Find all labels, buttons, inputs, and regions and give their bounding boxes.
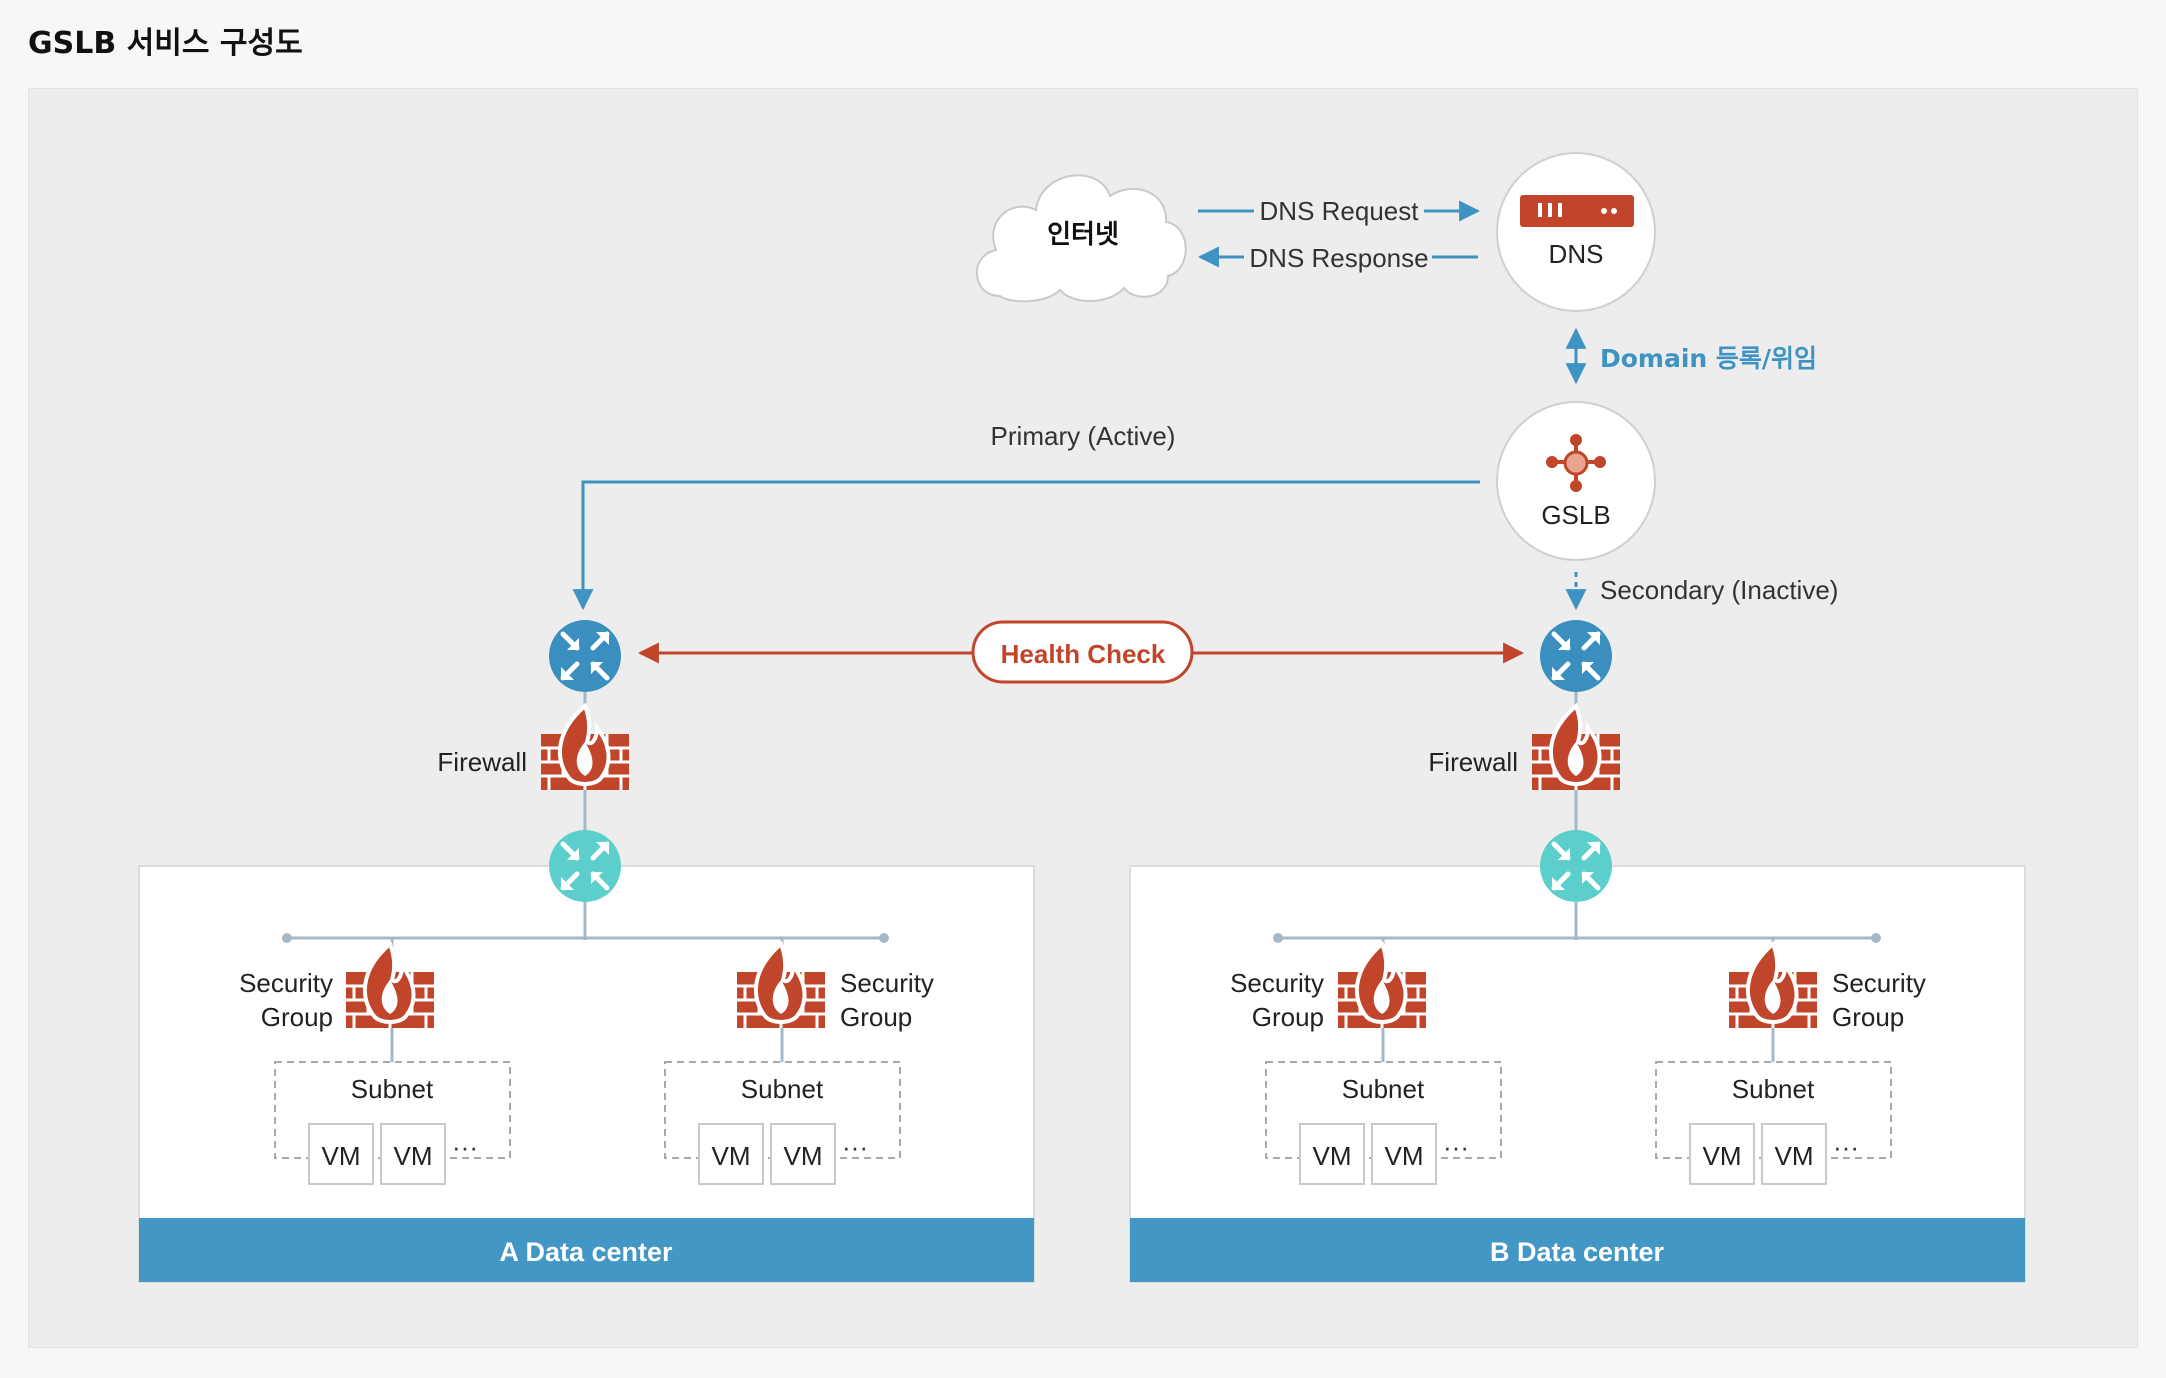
datacenter-b-label: B Data center: [1490, 1237, 1665, 1267]
security-group-label: Group: [840, 1002, 912, 1032]
vm-label: VM: [1703, 1141, 1742, 1171]
security-group-label: Security: [1230, 968, 1324, 998]
vm-label: VM: [322, 1141, 361, 1171]
internet-cloud: [976, 174, 1187, 303]
security-group-label: Security: [1832, 968, 1926, 998]
vm-box: [380, 1123, 446, 1185]
more-vms-ellipsis: ···: [1833, 1132, 1859, 1162]
vm-label: VM: [1313, 1141, 1352, 1171]
more-vms-ellipsis: ···: [842, 1132, 868, 1162]
subnet-label: Subnet: [351, 1074, 434, 1104]
more-vms-ellipsis: ···: [1443, 1132, 1469, 1162]
health-check-label: Health Check: [1001, 639, 1166, 669]
subnet-label: Subnet: [741, 1074, 824, 1104]
dns-label: DNS: [1549, 239, 1604, 269]
gslb-icon: [1546, 434, 1606, 492]
datacenter-a-bar: [139, 1218, 1034, 1282]
secondary-label: Secondary (Inactive): [1600, 575, 1838, 605]
health-check-badge: [971, 620, 1194, 684]
security-group-label: Group: [261, 1002, 333, 1032]
security-group-label: Security: [239, 968, 333, 998]
dns-request-label: DNS Request: [1260, 196, 1420, 226]
security-group-label: Group: [1252, 1002, 1324, 1032]
page-title: GSLB 서비스 구성도: [28, 26, 303, 61]
dns-node: [1496, 152, 1656, 312]
vm-label: VM: [394, 1141, 433, 1171]
vm-box: [1299, 1123, 1365, 1185]
vm-label: VM: [1385, 1141, 1424, 1171]
vm-box: [1371, 1123, 1437, 1185]
datacenter-a: [138, 620, 1035, 1283]
vm-label: VM: [712, 1141, 751, 1171]
security-group-label: Group: [1832, 1002, 1904, 1032]
firewall-label-b: Firewall: [1428, 747, 1518, 777]
subnet-label: Subnet: [1342, 1074, 1425, 1104]
dns-server-icon: [1520, 195, 1634, 227]
domain-label: Domain 등록/위임: [1600, 344, 1817, 373]
vm-box: [698, 1123, 764, 1185]
switch-icon: [549, 830, 621, 902]
vm-box: [1761, 1123, 1827, 1185]
firewall-label-a: Firewall: [437, 747, 527, 777]
dns-response-label: DNS Response: [1249, 243, 1428, 273]
primary-route-line: [572, 480, 1480, 611]
internet-label: 인터넷: [1047, 220, 1119, 250]
vm-box: [1689, 1123, 1755, 1185]
datacenter-b-bar: [1130, 1218, 2025, 1282]
firewall-icon: [1530, 704, 1622, 792]
vm-box: [308, 1123, 374, 1185]
vm-box: [770, 1123, 836, 1185]
vm-label: VM: [784, 1141, 823, 1171]
gslb-label: GSLB: [1541, 500, 1610, 530]
router-icon: [549, 620, 621, 692]
firewall-icon: [539, 704, 631, 792]
router-icon: [1540, 620, 1612, 692]
switch-icon: [1540, 830, 1612, 902]
subnet-label: Subnet: [1732, 1074, 1815, 1104]
datacenter-b: [1129, 620, 2026, 1283]
more-vms-ellipsis: ···: [452, 1132, 478, 1162]
vm-label: VM: [1775, 1141, 1814, 1171]
primary-label: Primary (Active): [991, 421, 1176, 451]
datacenter-a-label: A Data center: [499, 1237, 673, 1267]
security-group-label: Security: [840, 968, 934, 998]
